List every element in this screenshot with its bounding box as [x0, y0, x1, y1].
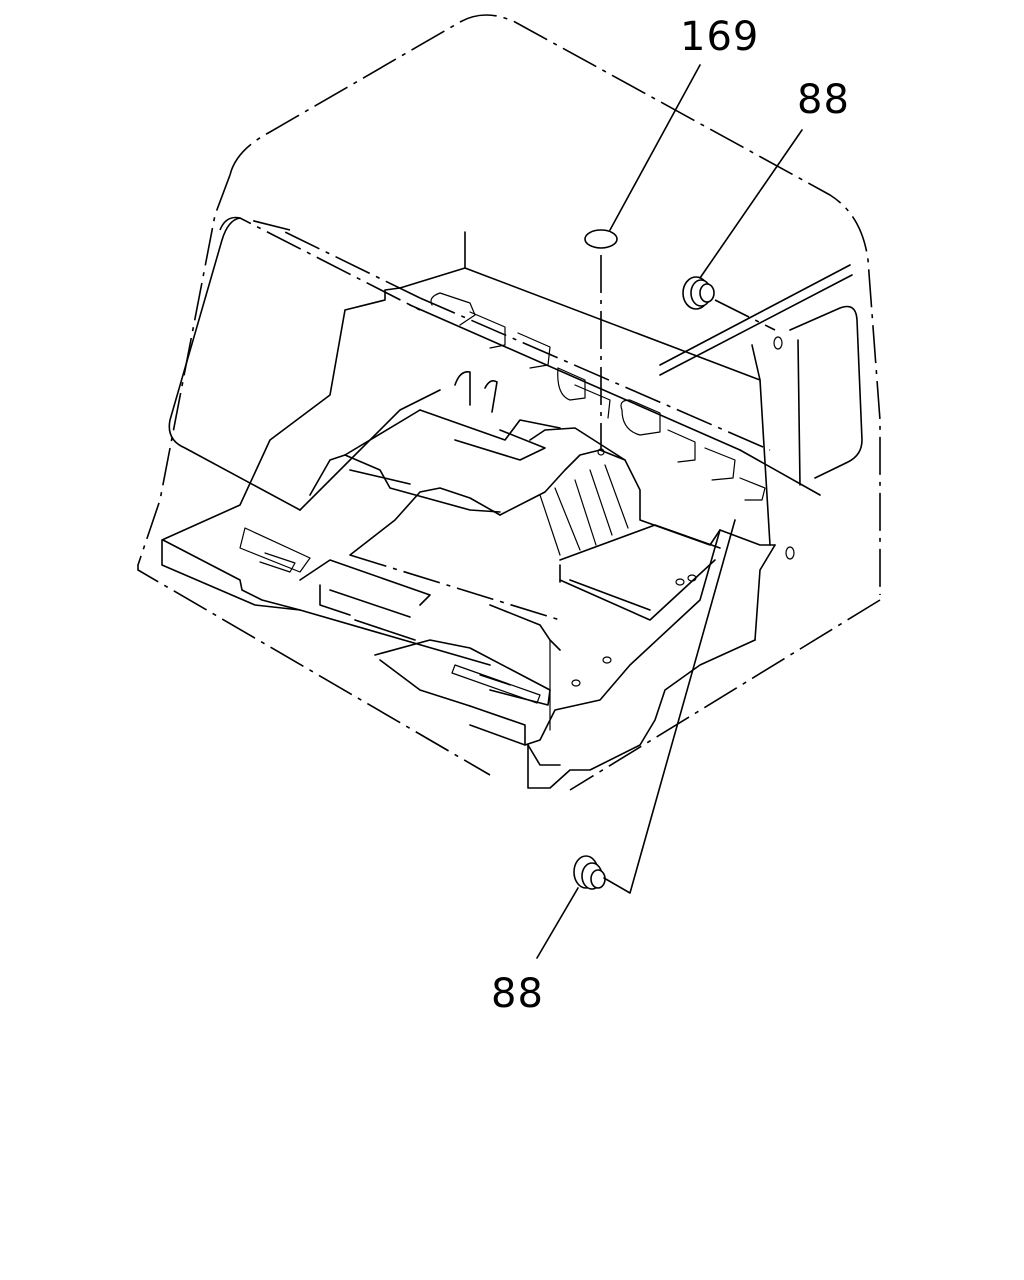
- rear-window: [773, 305, 863, 560]
- callout-169-label: 169: [680, 14, 759, 60]
- callout-88-bottom-label: 88: [491, 971, 544, 1017]
- callout-88-top-label: 88: [797, 77, 850, 123]
- cab-outline: [137, 14, 881, 791]
- part-88-grommet-top: [682, 129, 803, 331]
- back-panel: [399, 231, 821, 546]
- part-88-grommet-bottom: [536, 519, 736, 959]
- part-169-plug: [584, 64, 701, 456]
- floor-pan: [161, 219, 776, 789]
